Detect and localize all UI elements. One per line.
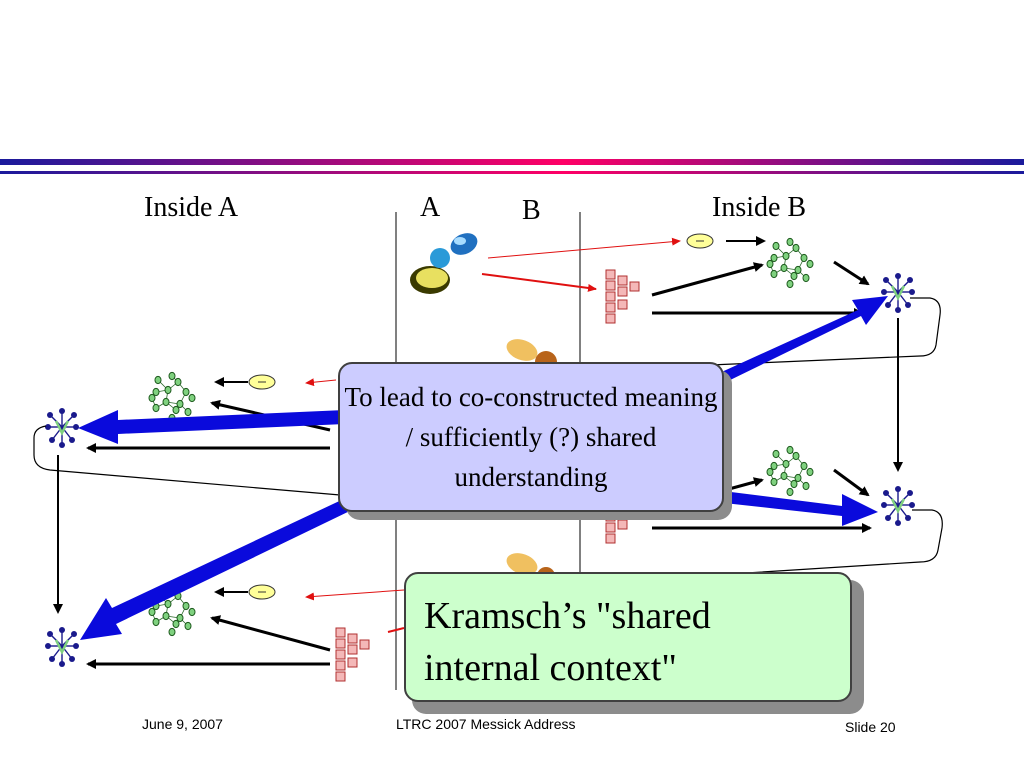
arrow [210, 615, 331, 652]
arrow [833, 260, 870, 286]
frame-icon [605, 269, 640, 324]
arrow [651, 262, 764, 297]
co-construction-text: To lead to co-constructed meaning / suff… [344, 382, 718, 492]
header-b: B [522, 195, 541, 226]
blue-arrow-up-right [715, 296, 888, 384]
model-node-icon [43, 625, 81, 669]
thin-red-arrow [305, 378, 337, 387]
footer-event: LTRC 2007 Messick Address [396, 716, 576, 732]
thin-red-arrow [487, 237, 681, 259]
network-icon [148, 371, 196, 423]
blue-arrow-right [715, 490, 878, 526]
co-construction-callout: To lead to co-constructed meaning / suff… [338, 362, 724, 512]
utterance-icon [686, 233, 714, 249]
model-node-icon [879, 484, 917, 528]
blue-arrow-down-left [80, 496, 356, 640]
feedback-loop [729, 509, 943, 575]
feedback-loop [709, 297, 941, 366]
title-bar-thin [0, 171, 1024, 174]
frame-icon [335, 627, 370, 682]
model-node-icon [879, 271, 917, 315]
speaker-a-icon [410, 233, 478, 294]
network-icon [766, 445, 814, 497]
model-node-icon [43, 406, 81, 450]
arrow [833, 468, 870, 497]
network-icon [766, 237, 814, 289]
kramsch-text: Kramsch’s "shared internal context" [424, 595, 711, 689]
kramsch-callout: Kramsch’s "shared internal context" [404, 572, 852, 702]
title-bar-thick [0, 159, 1024, 165]
footer-slide-number: Slide 20 [845, 719, 896, 735]
feedback-loop [33, 425, 341, 496]
red-arrow [481, 273, 597, 292]
big-blue-arrows [78, 296, 888, 640]
blue-arrow-left [78, 410, 345, 444]
footer-date: June 9, 2007 [142, 716, 223, 732]
red-arrow [387, 627, 405, 633]
header-inside-a: Inside A [144, 192, 239, 223]
header-a: A [420, 192, 441, 223]
thin-red-arrow [305, 589, 405, 601]
utterance-icon [248, 584, 276, 600]
utterance-icon [248, 374, 276, 390]
header-inside-b: Inside B [712, 192, 807, 223]
